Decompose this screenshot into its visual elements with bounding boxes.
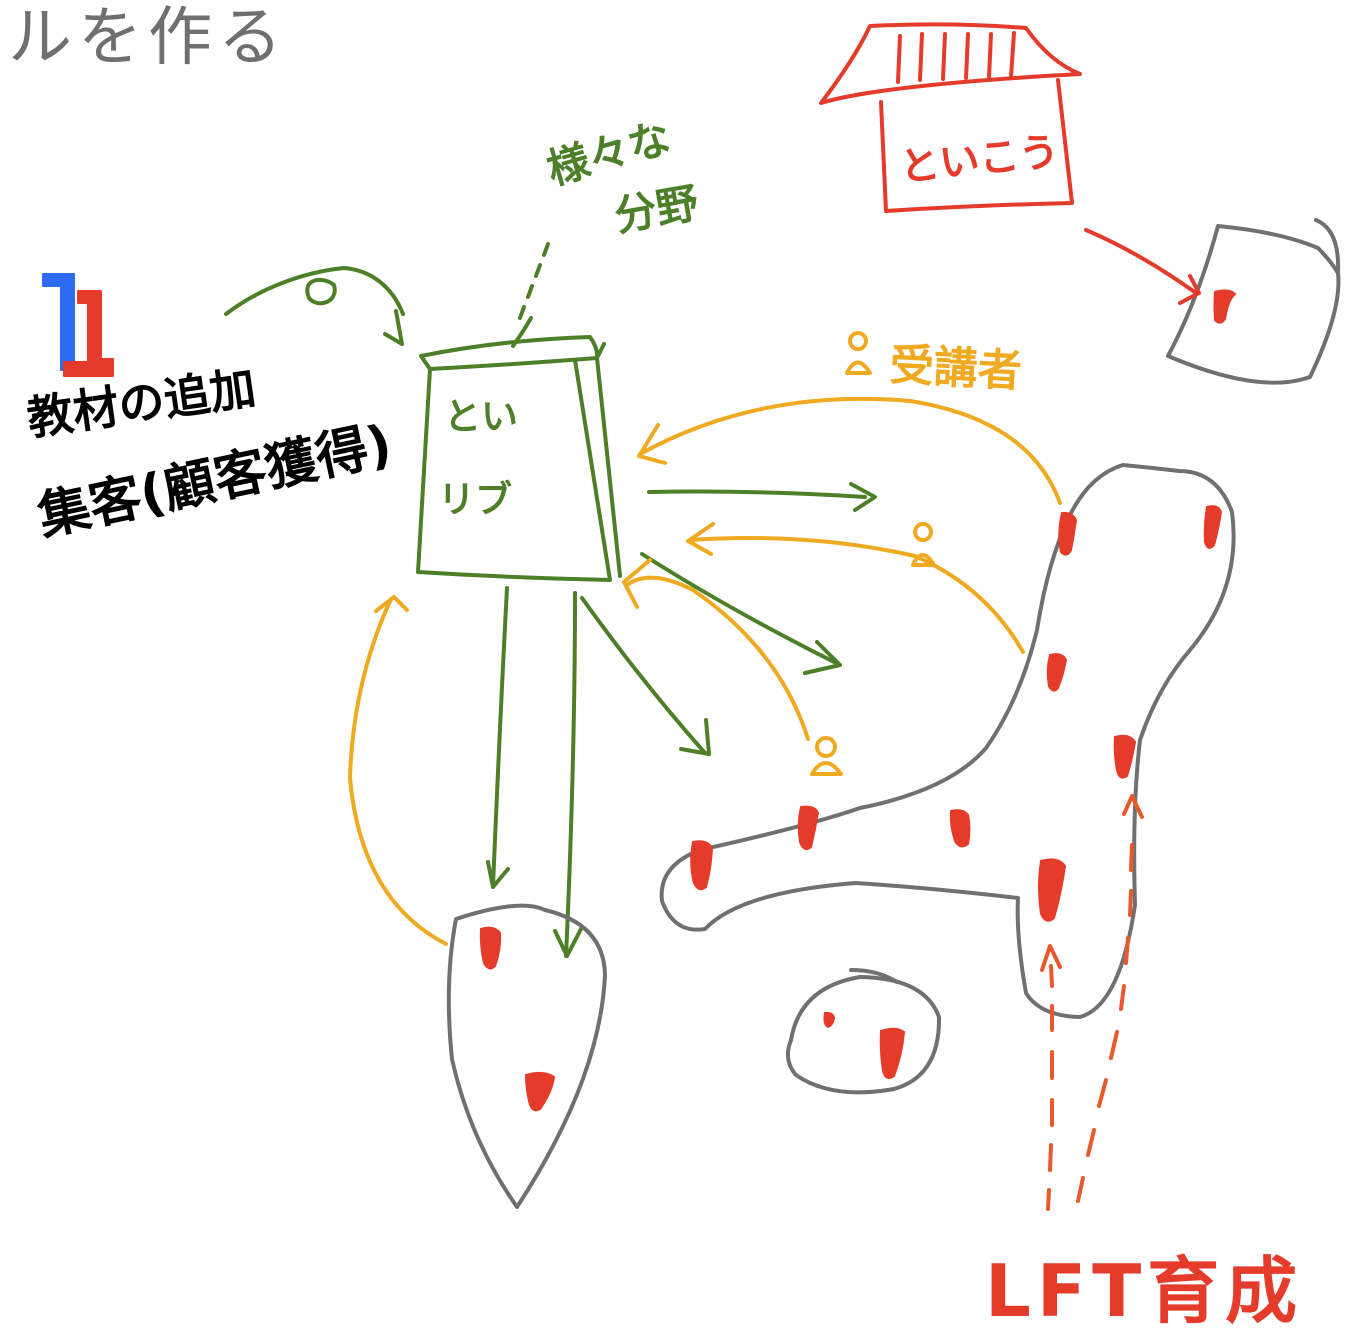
toi-lib-box [416, 316, 622, 582]
green-arrows [486, 482, 877, 958]
materials-mark [42, 273, 114, 377]
lft-dashed-arrows [1040, 794, 1144, 1211]
materials-arrow [224, 266, 405, 346]
temple-icon [819, 22, 1082, 213]
box-label-line2: リブ [438, 478, 512, 521]
community-blobs [446, 218, 1341, 1209]
page-title: ルを作る [8, 1, 288, 75]
temple-arrow [1084, 228, 1201, 305]
person-icons [810, 331, 936, 776]
various-fields-dotted-line [518, 242, 550, 320]
lft-label: LFT育成 [985, 1249, 1304, 1333]
learner-flow-arrows [348, 396, 1062, 946]
box-label-line1: とい [444, 395, 518, 438]
learner-dots [479, 289, 1237, 1112]
learners-label: 受講者 [888, 339, 1024, 398]
